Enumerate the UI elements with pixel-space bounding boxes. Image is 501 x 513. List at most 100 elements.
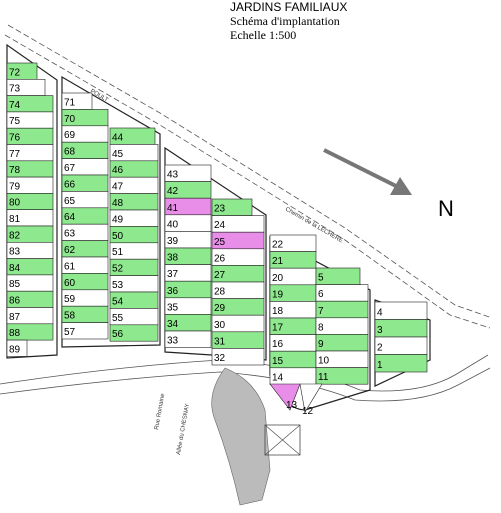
lot-1-plot[interactable] <box>374 354 428 373</box>
lot-28[interactable]: 28 <box>211 281 265 299</box>
lot-31[interactable]: 31 <box>211 331 265 349</box>
lot-44[interactable]: 44 <box>109 127 156 145</box>
lot-34[interactable]: 34 <box>164 314 212 332</box>
lot-32-plot[interactable] <box>211 348 265 366</box>
lot-57-plot[interactable] <box>61 322 109 340</box>
lot-73[interactable]: 73 <box>6 79 46 96</box>
lot-53[interactable]: 53 <box>109 275 159 293</box>
lot-66[interactable]: 66 <box>61 174 109 192</box>
lot-19[interactable]: 19 <box>269 284 317 302</box>
lot-30[interactable]: 30 <box>211 314 265 333</box>
lot-56[interactable]: 56 <box>109 324 159 342</box>
lot-9[interactable]: 9 <box>315 334 369 352</box>
lot-65[interactable]: 65 <box>61 191 109 209</box>
lot-3-plot[interactable] <box>374 319 428 338</box>
lot-45[interactable]: 45 <box>109 144 159 162</box>
lot-10[interactable]: 10 <box>315 350 369 368</box>
lot-15[interactable]: 15 <box>269 350 317 369</box>
lot-35[interactable]: 35 <box>164 297 212 315</box>
lot-59[interactable]: 59 <box>61 289 109 307</box>
lot-12-plot[interactable] <box>299 383 323 413</box>
lot-55[interactable]: 55 <box>109 308 159 326</box>
lot-50[interactable]: 50 <box>109 226 159 244</box>
lot-7[interactable]: 7 <box>315 300 369 319</box>
lot-21[interactable]: 21 <box>269 251 317 269</box>
lot-70[interactable]: 70 <box>61 109 109 127</box>
lot-64[interactable]: 64 <box>61 207 109 225</box>
lot-78[interactable]: 78 <box>6 160 54 178</box>
lot-71[interactable]: 71 <box>61 92 93 110</box>
lot-41[interactable]: 41 <box>164 197 212 216</box>
lot-69[interactable]: 69 <box>61 125 109 143</box>
lot-27[interactable]: 27 <box>211 265 265 283</box>
lot-17[interactable]: 17 <box>269 317 317 335</box>
lot-6[interactable]: 6 <box>315 284 369 302</box>
lot-60[interactable]: 60 <box>61 273 109 291</box>
lot-9-plot[interactable] <box>315 334 369 352</box>
lot-13[interactable]: 13 <box>269 383 301 411</box>
lot-6-plot[interactable] <box>315 284 369 302</box>
lot-77[interactable]: 77 <box>6 144 54 162</box>
lot-40[interactable]: 40 <box>164 214 212 232</box>
lot-89-plot[interactable] <box>6 339 28 357</box>
lot-42[interactable]: 42 <box>164 181 212 199</box>
lot-57[interactable]: 57 <box>61 322 109 340</box>
lot-54[interactable]: 54 <box>109 291 159 309</box>
lot-63[interactable]: 63 <box>61 223 109 241</box>
lot-56-plot[interactable] <box>109 324 159 342</box>
lot-4[interactable]: 4 <box>374 301 428 320</box>
lot-72[interactable]: 72 <box>6 62 38 80</box>
lot-16[interactable]: 16 <box>269 334 317 352</box>
lot-20[interactable]: 20 <box>269 267 317 286</box>
lot-5[interactable]: 5 <box>315 267 361 285</box>
lot-61[interactable]: 61 <box>61 256 109 274</box>
lot-38[interactable]: 38 <box>164 247 212 265</box>
lot-8-plot[interactable] <box>315 317 369 335</box>
lot-86[interactable]: 86 <box>6 290 54 308</box>
lot-33-plot[interactable] <box>164 330 212 348</box>
lot-13-plot[interactable] <box>269 383 301 411</box>
lot-39[interactable]: 39 <box>164 231 212 249</box>
lot-36[interactable]: 36 <box>164 280 212 299</box>
lot-82[interactable]: 82 <box>6 225 54 243</box>
lot-87[interactable]: 87 <box>6 307 54 325</box>
lot-74[interactable]: 74 <box>6 95 54 113</box>
lot-29[interactable]: 29 <box>211 298 265 316</box>
lot-80[interactable]: 80 <box>6 193 54 210</box>
lot-24[interactable]: 24 <box>211 215 265 233</box>
lot-62[interactable]: 62 <box>61 240 109 258</box>
lot-22[interactable]: 22 <box>269 234 317 252</box>
lot-75[interactable]: 75 <box>6 111 54 129</box>
lot-85[interactable]: 85 <box>6 274 54 292</box>
lot-88[interactable]: 88 <box>6 323 54 341</box>
lot-49[interactable]: 49 <box>109 209 159 227</box>
lot-4-plot[interactable] <box>374 301 428 320</box>
lot-33[interactable]: 33 <box>164 330 212 348</box>
lot-14[interactable]: 14 <box>269 367 317 385</box>
lot-1[interactable]: 1 <box>374 354 428 373</box>
lot-48[interactable]: 48 <box>109 193 159 211</box>
lot-2[interactable]: 2 <box>374 336 428 355</box>
lot-25[interactable]: 25 <box>211 231 265 250</box>
lot-37[interactable]: 37 <box>164 264 212 282</box>
lot-11-plot[interactable] <box>315 367 369 385</box>
lot-81[interactable]: 81 <box>6 209 54 227</box>
lot-3[interactable]: 3 <box>374 319 428 338</box>
lot-32[interactable]: 32 <box>211 348 265 366</box>
lot-58[interactable]: 58 <box>61 305 109 323</box>
lot-68[interactable]: 68 <box>61 141 109 159</box>
lot-83[interactable]: 83 <box>6 242 54 259</box>
lot-46[interactable]: 46 <box>109 160 159 178</box>
lot-67[interactable]: 67 <box>61 158 109 176</box>
lot-18[interactable]: 18 <box>269 301 317 319</box>
lot-12[interactable]: 12 <box>299 383 323 417</box>
lot-79[interactable]: 79 <box>6 176 54 194</box>
lot-47[interactable]: 47 <box>109 176 159 194</box>
lot-43[interactable]: 43 <box>164 164 212 182</box>
lot-89[interactable]: 89 <box>6 339 28 357</box>
lot-26[interactable]: 26 <box>211 248 265 266</box>
lot-2-plot[interactable] <box>374 336 428 355</box>
lot-8[interactable]: 8 <box>315 317 369 335</box>
lot-7-plot[interactable] <box>315 300 369 319</box>
lot-23[interactable]: 23 <box>211 198 253 216</box>
